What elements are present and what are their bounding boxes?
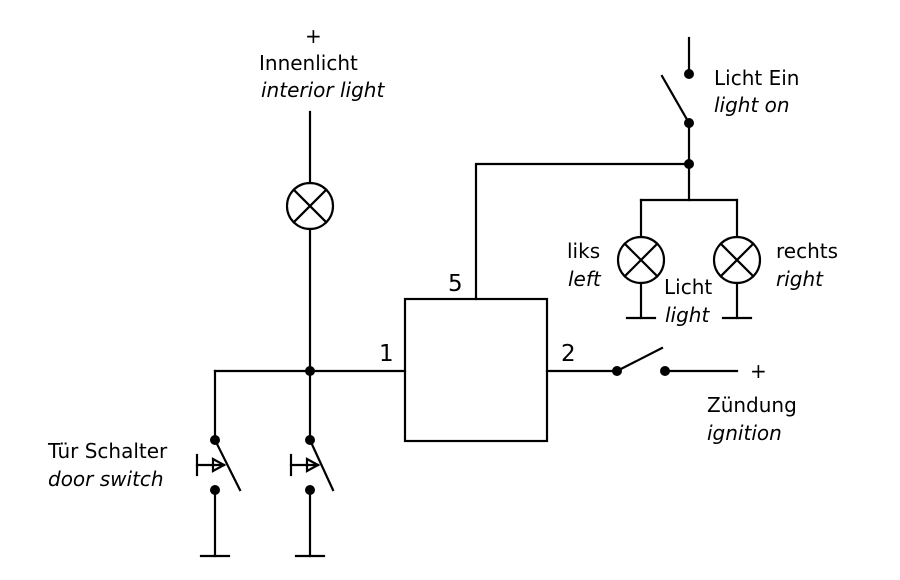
push-button-switch-icon: [195, 438, 242, 492]
exterior-lights: [616, 198, 762, 320]
left-label-en: left: [568, 267, 602, 291]
interior-light-label: Innenlicht: [259, 51, 358, 75]
control-module-box: [403, 297, 549, 443]
ignition-label-en: ignition: [707, 421, 782, 445]
interior-light-label-en: interior light: [261, 78, 385, 102]
right-label-en: right: [776, 267, 824, 291]
switch-icon: [615, 346, 664, 373]
door-switch-2: [289, 369, 335, 558]
plus-ignition-label: +: [750, 359, 767, 383]
pin-5-label: 5: [448, 271, 463, 297]
door-switch-label: Tür Schalter: [47, 439, 168, 463]
left-label: liks: [567, 239, 600, 263]
ignition-label: Zündung: [707, 393, 797, 417]
door-switch-1: [195, 369, 242, 558]
light-on-label: Licht Ein: [714, 66, 799, 90]
light-on-label-en: light on: [714, 93, 790, 117]
ignition-switch: [545, 346, 739, 376]
pin-1-label: 1: [379, 341, 394, 367]
push-button-switch-icon: [289, 438, 335, 492]
left-lamp-icon: [616, 235, 666, 285]
interior-lamp-icon: [285, 181, 335, 231]
plus-label: +: [305, 24, 322, 48]
light-on-switch: [660, 36, 694, 202]
pin-2-label: 2: [561, 341, 576, 367]
switch-icon: [660, 74, 691, 125]
right-lamp-icon: [712, 235, 762, 285]
light-label: Licht: [664, 275, 712, 299]
interior-light-branch: [285, 110, 335, 373]
light-label-en: light: [665, 303, 710, 327]
door-switch-label-en: door switch: [48, 467, 164, 491]
right-label: rechts: [776, 239, 838, 263]
